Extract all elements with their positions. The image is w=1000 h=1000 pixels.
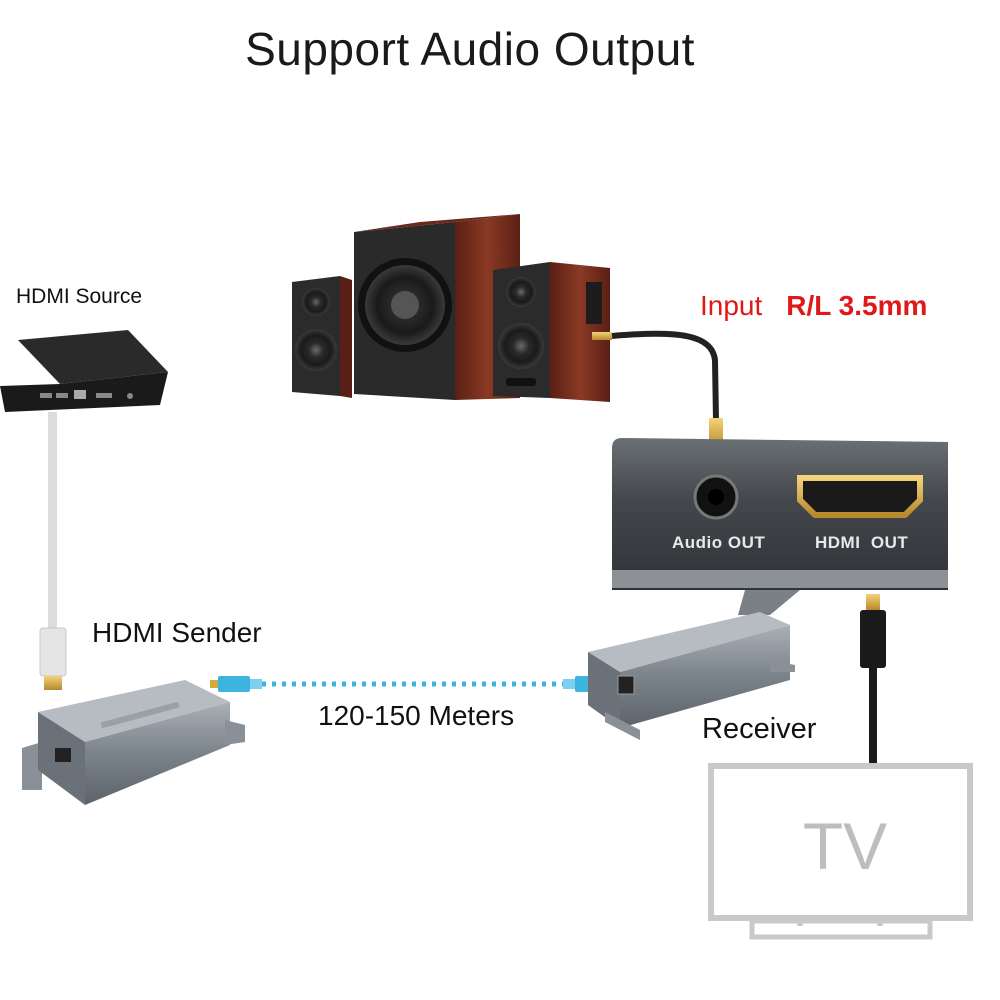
input-label: Input R/L 3.5mm bbox=[700, 290, 927, 322]
audio-out-label: Audio OUT bbox=[672, 533, 766, 552]
input-prefix: Input bbox=[700, 290, 763, 321]
hdmi-sender-device bbox=[22, 680, 245, 805]
receiver-panel-closeup bbox=[612, 438, 948, 615]
source-hdmi-cable bbox=[39, 412, 67, 690]
media-box-icon bbox=[0, 330, 168, 412]
tv-outline-icon bbox=[708, 763, 973, 940]
tv-label: TV bbox=[802, 809, 888, 883]
receiver-label: Receiver bbox=[702, 713, 817, 745]
receiver-device bbox=[588, 612, 795, 740]
page-title: Support Audio Output bbox=[245, 23, 695, 75]
hdmi-source-label: HDMI Source bbox=[16, 285, 143, 308]
network-cable bbox=[210, 676, 619, 692]
hdmi-out-label: HDMI OUT bbox=[815, 533, 909, 552]
rj45-connector-icon bbox=[210, 676, 262, 692]
input-spec: R/L 3.5mm bbox=[786, 290, 928, 321]
speaker-system-icon bbox=[292, 214, 610, 402]
distance-label: 120-150 Meters bbox=[318, 700, 515, 731]
hdmi-sender-label: HDMI Sender bbox=[92, 617, 262, 648]
hdmi-plug-icon bbox=[860, 594, 886, 766]
